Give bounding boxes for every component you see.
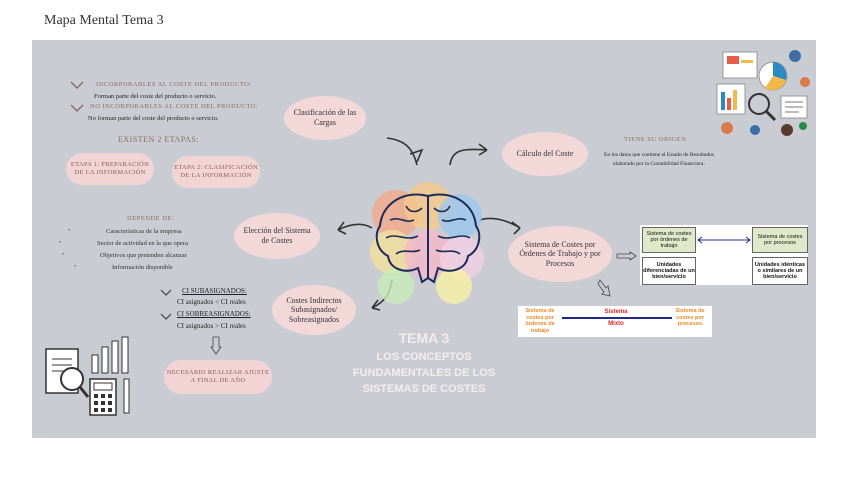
depende-item: Objetivos que pretenden alcanzar (62, 252, 188, 264)
etapa-1-pill: ETAPA 1: PREPARACIÓN DE LA INFORMACIÓN (66, 153, 154, 185)
cloud-clasificacion-cargas: Clasificación de las Cargas (284, 96, 366, 140)
cloud-sistema-costes: Sistema de Costes por Órdenes de Trabajo… (508, 226, 612, 282)
finance-documents-icon (45, 336, 130, 416)
cloud-label: Elección del Sistema de Costes (243, 226, 311, 245)
cloud-costes-indirectos: Costes Indirectos Subasignados/ Sobreasi… (272, 285, 356, 335)
ci-sobre-heading: CI SOBREASIGNADOS: (177, 310, 251, 318)
depende-item: Información disponible (74, 264, 188, 276)
chevron-check-icon (160, 313, 172, 320)
comparison-left-top: Sistema de costes por órdenes de trabajo (642, 227, 696, 253)
ajuste-note: NECESARIO REALIZAR AJUSTE A FINAL DE AÑO (166, 369, 270, 384)
cloud-eleccion-sistema: Elección del Sistema de Costes (234, 213, 320, 259)
spectrum-strip: Sistema de costes por órdenes de trabajo… (518, 306, 712, 337)
origen-text: En los datos que contiene el Estado de R… (604, 152, 714, 167)
incorporables-text: Forman parte del coste del producto o se… (94, 93, 217, 100)
ci-sub-heading: CI SUBASIGNADOS: (182, 287, 247, 295)
no-incorporables-text: No forman parte del coste del producto o… (88, 115, 219, 122)
depende-item: Sector de actividad en la que opera (59, 240, 188, 252)
spectrum-center-top: Sistema (604, 309, 628, 315)
depende-item: Características de la empresa (68, 228, 188, 240)
chevron-check-icon (70, 81, 84, 90)
page-title: Mapa Mental Tema 3 (44, 13, 164, 28)
brain-illustration (370, 182, 484, 304)
comparison-cell: Unidades idénticas o similares de un bie… (754, 261, 806, 281)
ci-sobre-text: CI asignados > CI reales (177, 322, 246, 330)
main-title-subtitle: LOS CONCEPTOS FUNDAMENTALES DE LOS SISTE… (352, 351, 496, 395)
spectrum-left: Sistema de costes por órdenes de trabajo (525, 308, 555, 334)
etapa-1-label: ETAPA 1: PREPARACIÓN DE LA INFORMACIÓN (70, 161, 150, 176)
ci-sub-text: CI asignados < CI reales (177, 298, 246, 306)
cloud-label: Sistema de Costes por Órdenes de Trabajo… (519, 239, 601, 268)
etapas-heading: EXISTEN 2 ETAPAS: (118, 135, 199, 144)
etapa-2-label: ETAPA 2: CLASIFICACIÓN DE LA INFORMACIÓN (174, 164, 258, 179)
ajuste-note-pill: NECESARIO REALIZAR AJUSTE A FINAL DE AÑO (164, 360, 272, 394)
comparison-cell: Sistema de costes por órdenes de trabajo (646, 230, 692, 250)
spectrum-center-bottom: Mixto (608, 321, 624, 327)
depende-list: Características de la empresa Sector de … (59, 228, 188, 276)
cloud-label: Clasificación de las Cargas (293, 108, 357, 127)
spectrum-line (562, 317, 672, 319)
chevron-check-icon (70, 104, 84, 113)
incorporables-heading: INCORPORABLES AL COSTE DEL PRODUCTO: (96, 81, 252, 88)
depende-heading: DEPENDE DE: (127, 215, 175, 222)
main-title-tema: TEMA 3 (398, 330, 450, 346)
mind-map-canvas: INCORPORABLES AL COSTE DEL PRODUCTO: For… (32, 40, 816, 438)
cloud-label: Costes Indirectos Subasignados/ Sobreasi… (286, 295, 342, 324)
comparison-left-bottom: Unidades diferenciadas de un bien/servic… (642, 257, 696, 285)
cloud-label: Cálculo del Coste (516, 149, 574, 159)
comparison-table: Sistema de costes por órdenes de trabajo… (640, 225, 808, 285)
cloud-calculo-coste: Cálculo del Coste (502, 132, 588, 176)
comparison-right-bottom: Unidades idénticas o similares de un bie… (752, 257, 808, 285)
etapa-2-pill: ETAPA 2: CLASIFICACIÓN DE LA INFORMACIÓN (172, 156, 260, 188)
comparison-cell: Sistema de costes por procesos (757, 233, 803, 246)
chevron-check-icon (160, 289, 172, 296)
down-arrow-icon (210, 336, 222, 355)
spectrum-right: Sistema de costes por procesos (675, 308, 705, 328)
business-meeting-illustration (716, 50, 810, 136)
double-arrow-icon (697, 236, 751, 244)
origen-heading: TIENE SU ORIGEN (624, 136, 687, 143)
no-incorporables-heading: NO INCORPORABLES AL COSTE DEL PRODUCTO: (90, 103, 259, 110)
comparison-cell: Unidades diferenciadas de un bien/servic… (643, 261, 695, 281)
comparison-right-top: Sistema de costes por procesos (752, 227, 808, 253)
